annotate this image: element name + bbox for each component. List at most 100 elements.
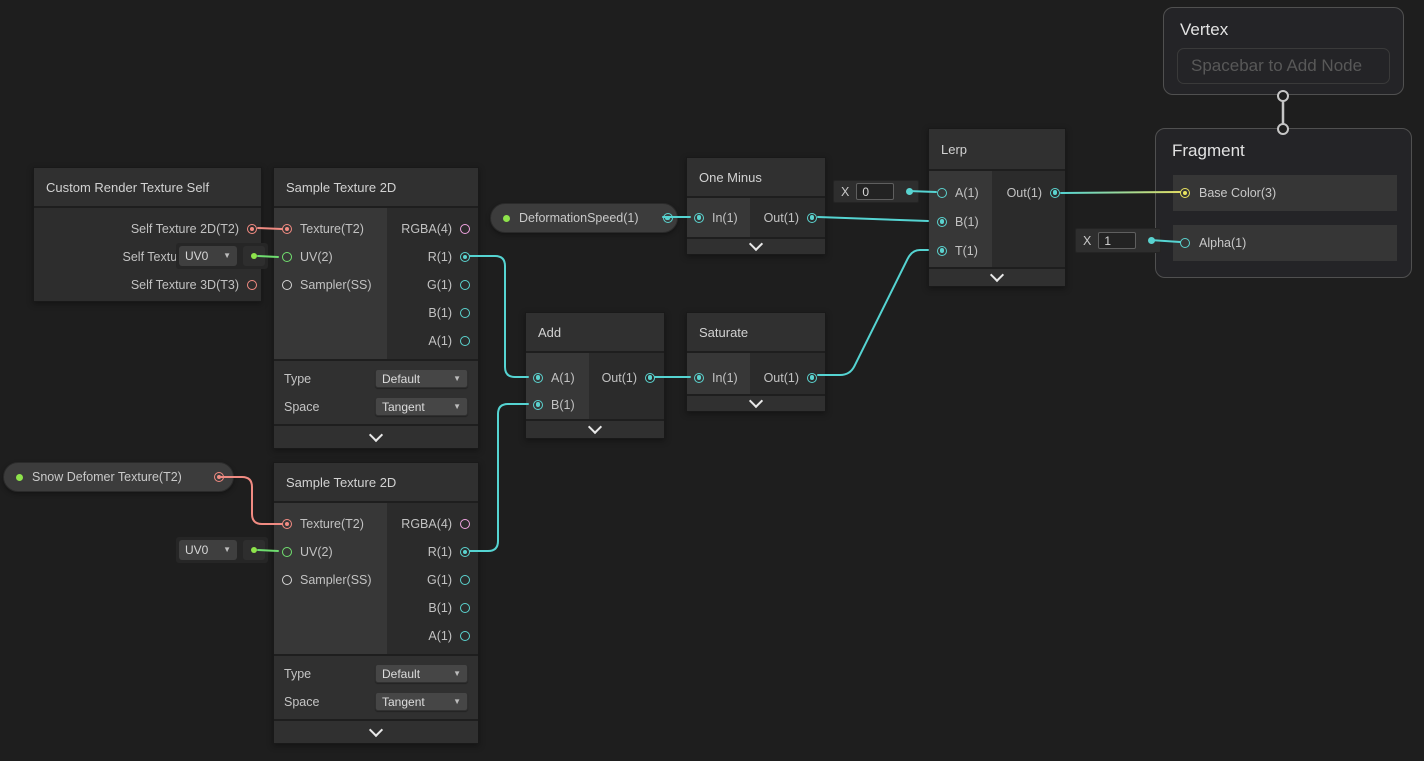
node-one-minus[interactable]: One Minus In(1) Out(1) — [686, 157, 826, 255]
node-lerp[interactable]: Lerp A(1) B(1) T(1) Out(1) — [928, 128, 1066, 287]
dropdown-arrow-icon: ▼ — [223, 545, 231, 554]
node-collapse-bar[interactable] — [274, 424, 478, 448]
port-a[interactable] — [533, 372, 543, 383]
value-connector-dot — [906, 188, 914, 195]
port-label: B(1) — [551, 397, 575, 412]
port-label: A(1) — [551, 370, 575, 385]
port-r-output[interactable] — [460, 252, 470, 262]
port-alpha[interactable] — [1180, 238, 1190, 248]
port-b[interactable] — [937, 216, 947, 227]
value-axis-label: X — [841, 184, 850, 199]
port-rgba-output[interactable] — [460, 519, 470, 529]
port-out[interactable] — [807, 212, 817, 223]
node-collapse-bar[interactable] — [929, 267, 1065, 286]
context-title: Vertex — [1180, 20, 1229, 39]
port-label: A(1) — [428, 629, 452, 643]
port-uv-input[interactable] — [282, 547, 292, 557]
port-out[interactable] — [1050, 187, 1060, 198]
dropdown-arrow-icon: ▼ — [223, 251, 231, 260]
node-title: Custom Render Texture Self — [34, 168, 261, 208]
port-a[interactable] — [937, 187, 947, 198]
chevron-down-icon — [748, 393, 764, 409]
exposed-property-dot-icon — [503, 214, 510, 222]
port-texture-input[interactable] — [282, 519, 292, 529]
type-dropdown[interactable]: Default▼ — [375, 664, 468, 683]
port-out[interactable] — [807, 372, 817, 383]
space-dropdown[interactable]: Tangent▼ — [375, 397, 468, 416]
port-out[interactable] — [645, 372, 655, 383]
port-self-texture-3d[interactable] — [247, 280, 257, 290]
wire-saturate-out-to-lerp-t[interactable] — [817, 249, 929, 376]
node-saturate[interactable]: Saturate In(1) Out(1) — [686, 312, 826, 412]
uv-channel-dropdown[interactable]: UV0▼ — [179, 246, 237, 266]
chevron-down-icon — [748, 236, 764, 252]
port-t[interactable] — [937, 245, 947, 256]
node-collapse-bar[interactable] — [526, 419, 664, 438]
uv-channel-control-2: UV0▼ — [176, 537, 268, 563]
port-r-output[interactable] — [460, 547, 470, 557]
port-label: Sampler(SS) — [300, 278, 372, 292]
port-label: In(1) — [712, 210, 738, 225]
property-pill-snow-deformer-texture[interactable]: Snow Defomer Texture(T2) — [3, 462, 234, 492]
node-collapse-bar[interactable] — [687, 393, 825, 411]
context-fragment[interactable]: Fragment Base Color(3) Alpha(1) — [1155, 128, 1412, 278]
node-custom-render-texture-self[interactable]: Custom Render Texture Self Self Texture … — [33, 167, 262, 302]
uv-connector-dot — [251, 547, 257, 553]
port-label: Out(1) — [1006, 185, 1042, 200]
lerp-a-default-value: X 0 — [833, 180, 920, 203]
chevron-down-icon — [368, 427, 384, 442]
port-in[interactable] — [694, 372, 704, 383]
port-g-output[interactable] — [460, 280, 470, 290]
port-label: R(1) — [427, 250, 452, 264]
context-vertex[interactable]: Vertex Spacebar to Add Node — [1163, 7, 1404, 95]
control-label: Type — [284, 666, 312, 681]
port-self-texture-2d[interactable] — [247, 224, 257, 234]
block-alpha[interactable]: Alpha(1) — [1173, 225, 1397, 261]
port-uv-input[interactable] — [282, 252, 292, 262]
node-sample-texture-2d-1[interactable]: Sample Texture 2D Texture(T2) UV(2) Samp… — [273, 167, 479, 449]
property-pill-deformation-speed[interactable]: DeformationSpeed(1) — [490, 203, 678, 233]
space-dropdown[interactable]: Tangent▼ — [375, 692, 468, 711]
wire-oneminus-out-to-lerp-b[interactable] — [817, 216, 929, 222]
port-b-output[interactable] — [460, 308, 470, 318]
port-label: G(1) — [427, 573, 452, 587]
node-sample-texture-2d-2[interactable]: Sample Texture 2D Texture(T2) UV(2) Samp… — [273, 462, 479, 744]
port-b[interactable] — [533, 399, 543, 410]
port-sampler-input[interactable] — [282, 575, 292, 585]
property-label: Snow Defomer Texture(T2) — [32, 470, 182, 484]
value-input[interactable]: 1 — [1098, 232, 1137, 249]
port-a-output[interactable] — [460, 336, 470, 346]
port-g-output[interactable] — [460, 575, 470, 585]
port-label: G(1) — [427, 278, 452, 292]
value-connector-dot — [1148, 237, 1156, 244]
port-label: UV(2) — [300, 250, 333, 264]
port-base-color[interactable] — [1180, 188, 1190, 198]
port-rgba-output[interactable] — [460, 224, 470, 234]
node-title: Sample Texture 2D — [274, 168, 478, 208]
port-label: Texture(T2) — [300, 222, 364, 236]
port-label: Self Texture 3D(T3) — [130, 278, 239, 292]
control-label: Type — [284, 371, 312, 386]
port-label: RGBA(4) — [401, 517, 452, 531]
value-input[interactable]: 0 — [856, 183, 895, 200]
port-label: B(1) — [428, 601, 452, 615]
uv-channel-dropdown[interactable]: UV0▼ — [179, 540, 237, 560]
type-dropdown[interactable]: Default▼ — [375, 369, 468, 388]
port-in[interactable] — [694, 212, 704, 223]
port-property-output[interactable] — [214, 472, 224, 482]
node-add[interactable]: Add A(1) B(1) Out(1) — [525, 312, 665, 439]
port-texture-input[interactable] — [282, 224, 292, 234]
node-collapse-bar[interactable] — [687, 236, 825, 254]
port-property-output[interactable] — [662, 213, 673, 223]
port-label: Out(1) — [601, 370, 637, 385]
port-a-output[interactable] — [460, 631, 470, 641]
property-label: DeformationSpeed(1) — [519, 211, 639, 225]
port-label: B(1) — [428, 306, 452, 320]
block-base-color[interactable]: Base Color(3) — [1173, 175, 1397, 211]
port-sampler-input[interactable] — [282, 280, 292, 290]
output-row: Self Texture 3D(T3) — [131, 271, 257, 299]
node-collapse-bar[interactable] — [274, 719, 478, 743]
port-b-output[interactable] — [460, 603, 470, 613]
port-label: Base Color(3) — [1199, 186, 1277, 200]
